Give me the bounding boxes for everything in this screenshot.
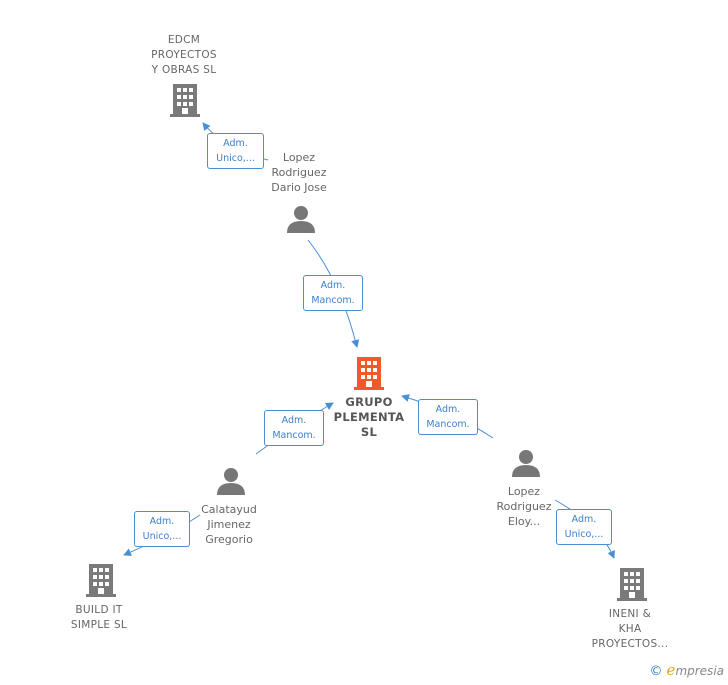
node-build-it[interactable]: BUILD IT SIMPLE SL: [49, 603, 149, 633]
relation-detail: Unico,...: [564, 529, 604, 540]
node-label-line: PLEMENTA: [333, 410, 405, 424]
relation-box-eloy-ineni[interactable]: Adm. Unico,...: [556, 509, 612, 545]
node-edcm[interactable]: EDCM PROYECTOS Y OBRAS SL: [134, 33, 234, 78]
building-icon: [617, 568, 647, 601]
node-label-line: EDCM: [167, 34, 201, 46]
node-calatayud[interactable]: Calatayud Jimenez Gregorio: [179, 502, 279, 547]
node-label-line: SIMPLE SL: [70, 619, 128, 631]
node-label-line: PROYECTOS: [151, 49, 217, 61]
relation-role: Adm.: [320, 280, 346, 291]
node-lopez-dario[interactable]: Lopez Rodriguez Dario Jose: [249, 150, 349, 195]
relation-box-dario-edcm[interactable]: Adm. Unico,...: [207, 133, 264, 169]
relation-box-dario-center[interactable]: Adm. Mancom.: [303, 275, 363, 311]
node-label-line: Lopez: [282, 151, 316, 164]
relation-role: Adm.: [149, 516, 175, 527]
node-label-line: Calatayud: [201, 503, 257, 516]
node-label-line: INENI &: [608, 608, 652, 620]
relation-box-calatayud-center[interactable]: Adm. Mancom.: [264, 410, 324, 446]
node-label-line: Y OBRAS SL: [151, 64, 217, 76]
relation-detail: Mancom.: [272, 430, 316, 441]
relation-detail: Mancom.: [426, 419, 470, 430]
empresia-logo[interactable]: ©empresia: [650, 661, 724, 679]
building-icon: [86, 564, 116, 597]
node-label-line: Jimenez: [207, 518, 251, 531]
node-label-line: GRUPO: [345, 395, 393, 409]
node-label-line: Rodriguez: [496, 500, 552, 513]
node-label-line: Gregorio: [205, 533, 253, 546]
node-label-line: Eloy...: [507, 515, 541, 528]
brand-name: mpresia: [675, 664, 724, 678]
node-ineni[interactable]: INENI & KHA PROYECTOS...: [580, 607, 680, 652]
person-icon: [512, 450, 540, 477]
node-label-line: Rodriguez: [271, 166, 327, 179]
relation-detail: Unico,...: [142, 531, 182, 542]
relation-box-calatayud-build[interactable]: Adm. Unico,...: [134, 511, 190, 547]
node-label-line: Lopez: [507, 485, 541, 498]
node-grupo-plementa[interactable]: GRUPO PLEMENTA SL: [319, 395, 419, 440]
node-lopez-eloy[interactable]: Lopez Rodriguez Eloy...: [474, 484, 574, 529]
node-label-line: SL: [360, 425, 378, 439]
relation-role: Adm.: [571, 514, 597, 525]
node-label-line: BUILD IT: [75, 604, 123, 616]
relation-role: Adm.: [281, 415, 307, 426]
node-label-line: KHA: [618, 623, 642, 635]
person-icon: [217, 468, 245, 495]
building-icon-center: [354, 357, 384, 390]
person-icon: [287, 206, 315, 233]
relation-detail: Unico,...: [216, 153, 255, 164]
node-label-line: Dario Jose: [271, 181, 327, 194]
copyright-icon: ©: [649, 664, 663, 679]
relation-role: Adm.: [435, 404, 461, 415]
node-label-line: PROYECTOS...: [591, 638, 669, 650]
relation-box-eloy-center[interactable]: Adm. Mancom.: [418, 399, 478, 435]
building-icon: [170, 84, 200, 117]
brand-initial: e: [666, 661, 676, 679]
relation-detail: Mancom.: [311, 295, 355, 306]
relation-role: Adm.: [223, 138, 248, 149]
